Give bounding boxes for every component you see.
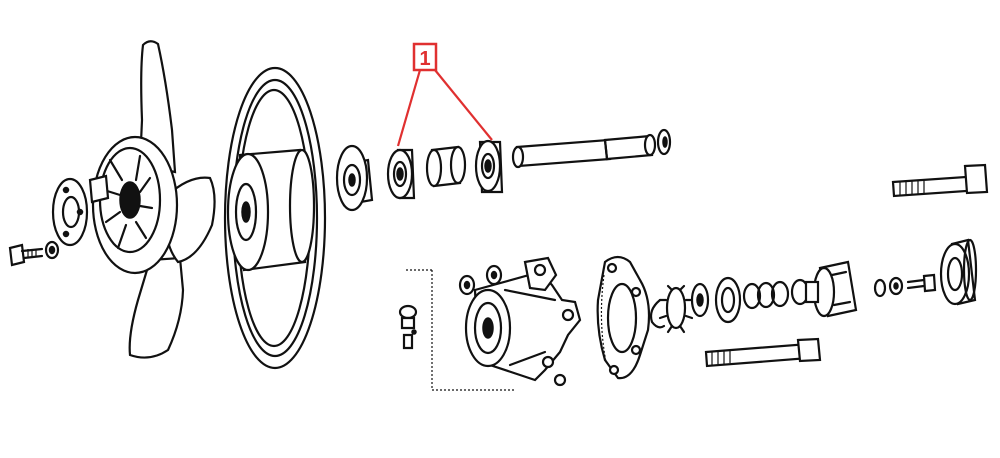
fan-assembly <box>88 40 216 359</box>
seal-ring-1 <box>690 282 710 318</box>
gasket <box>596 255 651 380</box>
shaft <box>511 133 657 169</box>
bolt-long-lower <box>704 337 822 368</box>
bearing-2 <box>474 139 504 194</box>
nut-right <box>888 276 904 296</box>
pulley <box>223 66 327 370</box>
hub-flange-left <box>51 177 89 247</box>
cap <box>939 238 978 306</box>
nut-pump-1 <box>458 274 476 296</box>
grease-fitting <box>398 304 418 350</box>
bolt-small-right <box>906 273 937 293</box>
nut-shaft-end <box>656 128 672 156</box>
impeller-cup <box>804 260 858 318</box>
callout-1: 1 <box>396 42 493 147</box>
circlip <box>649 298 666 329</box>
bolt-left <box>8 243 44 267</box>
hub-flange <box>335 144 374 212</box>
impeller <box>658 284 694 334</box>
spring <box>742 280 790 310</box>
bearing-1 <box>386 148 416 200</box>
callout-leader-left <box>396 69 422 147</box>
nut-left <box>44 240 60 260</box>
nut-pump-2 <box>485 264 503 286</box>
washer-right <box>873 278 887 298</box>
spacer <box>425 145 467 188</box>
assembly-bracket <box>405 269 515 391</box>
callout-number: 1 <box>419 48 430 70</box>
callout-box <box>412 42 438 72</box>
seal-ring-2 <box>714 276 742 324</box>
bolt-long-upper <box>891 163 989 198</box>
pump-body <box>464 256 582 387</box>
callout-leader-right <box>434 69 493 141</box>
